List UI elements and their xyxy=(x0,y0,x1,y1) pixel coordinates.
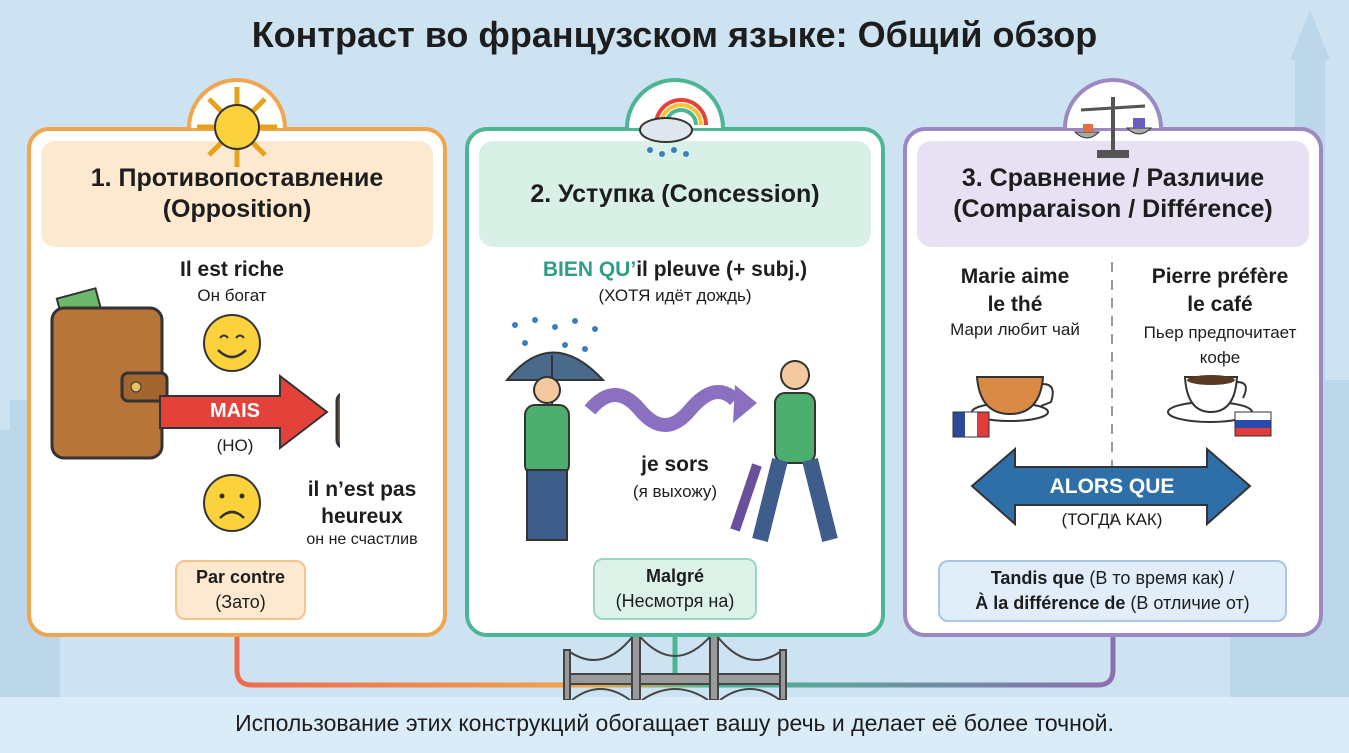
person-umbrella-icon xyxy=(504,351,606,541)
happy-face-icon xyxy=(203,314,261,372)
alternative-box: Malgré(Несмотря на) xyxy=(593,558,757,620)
result-french: je sors xyxy=(641,453,709,476)
double-arrow xyxy=(970,446,1252,527)
connector-alors-que-russian: (ТОГДА КАК) xyxy=(1061,510,1163,529)
card-comparison: 3. Сравнение / Различие (Comparaison / D… xyxy=(903,127,1323,637)
concession-illustration xyxy=(504,317,838,542)
page-title: Контраст во французском языке: Общий обз… xyxy=(251,14,1098,55)
person-walking-icon xyxy=(730,360,838,542)
sentence2-russian: он не счастлив xyxy=(306,531,418,548)
card-subheading: (Comparaison / Différence) xyxy=(953,195,1273,223)
rain-rainbow-icon xyxy=(639,98,708,157)
alternative-box: Par contre(Зато) xyxy=(175,560,306,620)
sad-face-icon xyxy=(203,474,261,532)
wavy-arrow xyxy=(584,385,740,432)
small-wallet-icon xyxy=(335,392,340,449)
big-wallet-icon xyxy=(50,287,169,460)
bridge-icon xyxy=(563,629,787,700)
left-sentence-russian: Мари любит чай xyxy=(950,320,1080,339)
tea-cup-icon xyxy=(971,376,1054,422)
card-concession: 2. Уступка (Concession) xyxy=(465,127,885,637)
sentence1-french: Il est riche xyxy=(180,258,284,281)
result-russian: (я выхожу) xyxy=(632,482,718,501)
connector-lines xyxy=(234,629,1116,700)
russia-flag-icon xyxy=(1234,411,1272,437)
card-heading: 3. Сравнение / Различие xyxy=(961,164,1265,192)
sun-icon xyxy=(197,87,277,167)
concession-sentence: BIEN QU’il pleuve (+ subj.) xyxy=(542,258,808,281)
mais-arrow xyxy=(159,373,329,451)
card-heading: 1. Противопоставление xyxy=(90,164,384,192)
connector-mais: MAIS xyxy=(210,400,260,422)
card-heading: 2. Уступка (Concession) xyxy=(530,179,820,208)
sentence1-russian: Он богат xyxy=(197,286,267,305)
concession-sentence-russian: (ХОТЯ идёт дождь) xyxy=(598,286,752,305)
footer-text: Использование этих конструкций обогащает… xyxy=(235,710,1114,736)
opposition-illustration xyxy=(50,287,340,532)
footer-band xyxy=(0,697,1349,753)
card-header: 2. Уступка (Concession) xyxy=(479,141,871,247)
scales-icon xyxy=(1073,97,1153,158)
card-header: 3. Сравнение / Различие (Comparaison / D… xyxy=(917,141,1309,247)
alternative-box: Tandis que (В то время как) / À la diffé… xyxy=(938,560,1287,622)
card-subheading: (Opposition) xyxy=(162,195,312,223)
coffee-cup-icon xyxy=(1167,375,1253,423)
france-flag-icon xyxy=(952,411,990,438)
comparison-illustration xyxy=(952,262,1272,532)
connector-mais-russian: (НО) xyxy=(216,436,254,455)
rain-drops xyxy=(512,317,598,352)
connector-alors-que: ALORS QUE xyxy=(1049,475,1175,498)
